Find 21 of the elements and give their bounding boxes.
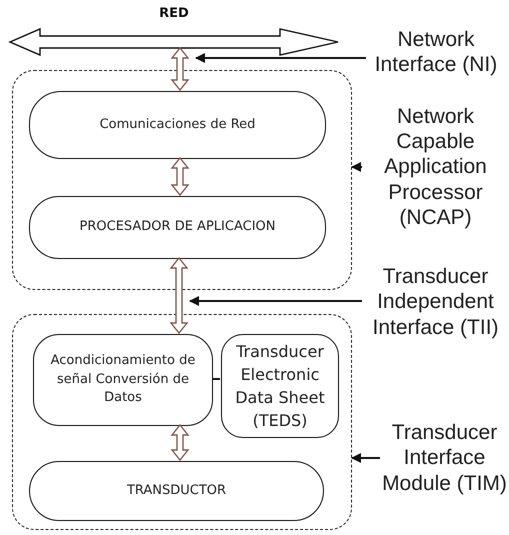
process-box: PROCESADOR DE APLICACION <box>29 196 326 259</box>
interface-label: Network Interface (NI) <box>374 26 498 78</box>
pointer-arrow <box>189 296 362 306</box>
dashed-module-outline <box>12 314 352 530</box>
process-box: Comunicaciones de Red <box>29 91 326 159</box>
double-arrow <box>170 46 190 92</box>
dashed-module-outline <box>12 70 352 290</box>
process-box: Acondicionamiento de señal Conversión de Datos <box>33 334 213 426</box>
network-label: RED <box>158 6 190 21</box>
process-box: Transducer Electronic Data Sheet (TEDS) <box>221 334 339 438</box>
process-box: TRANSDUCTOR <box>29 461 324 521</box>
interface-label: Transducer Independent Interface (TII) <box>371 264 500 340</box>
pointer-arrow <box>351 453 380 463</box>
interface-label: Network Capable Application Processor (NCAP) <box>383 104 488 230</box>
double-arrow <box>170 156 190 196</box>
connector-line <box>212 378 220 380</box>
interface-label: Transducer Interface Module (TIM) <box>381 420 508 496</box>
pointer-arrow <box>351 162 362 172</box>
double-arrow <box>170 424 190 462</box>
pointer-arrow <box>195 53 366 63</box>
double-arrow <box>170 256 188 334</box>
